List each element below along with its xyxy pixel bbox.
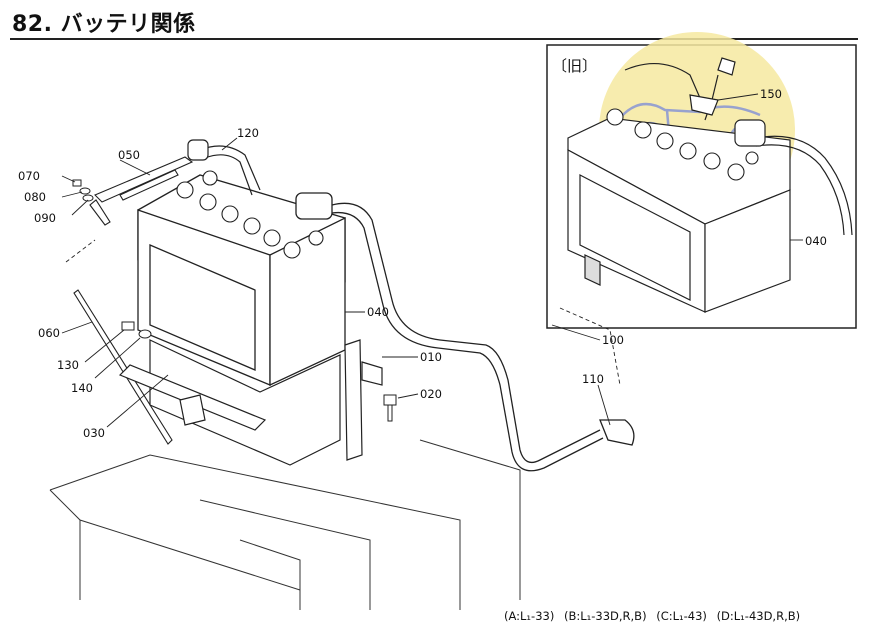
footer-model-a: (A:L₁-33): [504, 609, 555, 623]
bolt-washer-130-140: [121, 321, 152, 339]
label-100: 100: [602, 333, 624, 347]
terminal-cable-120: [187, 139, 261, 196]
footer-model-c: (C:L₁-43): [656, 609, 707, 623]
label-050: 050: [118, 148, 140, 162]
label-070: 070: [18, 169, 40, 183]
label-040: 040: [367, 305, 389, 319]
label-090: 090: [34, 211, 56, 225]
inset-cable: [624, 57, 853, 236]
label-080: 080: [24, 190, 46, 204]
label-060: 060: [38, 326, 60, 340]
battery-cable-100: [295, 192, 635, 472]
model-applicability-footer: (A:L₁-33) (B:L₁-33D,R,B) (C:L₁-43) (D:L₁…: [504, 609, 806, 623]
part-labels: 120 050 070 080 090 060 130 140 030 040 …: [18, 126, 624, 440]
label-020: 020: [420, 387, 442, 401]
label-120: 120: [237, 126, 259, 140]
label-150: 150: [760, 87, 782, 101]
label-110: 110: [582, 372, 604, 386]
hold-down-bar-050: [89, 156, 194, 226]
battery-tray-030: [118, 339, 341, 466]
title-underline: [10, 38, 858, 40]
footer-model-b: (B:L₁-33D,R,B): [563, 609, 647, 623]
nut-washer-set: [72, 179, 94, 202]
inset-tag: 〔旧〕: [552, 57, 597, 75]
footer-model-d: (D:L₁-43D,R,B): [716, 609, 801, 623]
label-140: 140: [71, 381, 93, 395]
inset-label-040: 040: [805, 234, 827, 248]
battery-cell-caps: [176, 170, 324, 259]
tractor-frame: [49, 439, 521, 610]
label-030: 030: [83, 426, 105, 440]
page-title: 82. バッテリ関係: [12, 12, 196, 37]
label-130: 130: [57, 358, 79, 372]
label-010: 010: [420, 350, 442, 364]
inset-battery: [567, 117, 791, 313]
battery: [137, 174, 346, 387]
bracket-010: [344, 339, 383, 461]
rod-060: [73, 289, 173, 445]
inset-cell-caps: [606, 108, 759, 181]
bolt-020: [383, 394, 397, 422]
inset-old-version: 〔旧〕 maskin: [546, 32, 857, 329]
leader-lines: [61, 137, 611, 428]
